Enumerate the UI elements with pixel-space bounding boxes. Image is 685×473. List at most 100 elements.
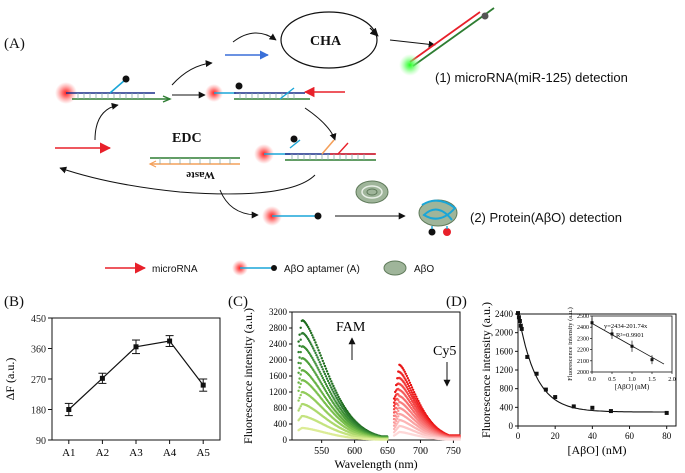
fam-point — [331, 388, 334, 391]
cy5-point — [409, 383, 413, 387]
legend-aptamer-label: AβO aptamer (A) — [284, 264, 360, 275]
fam-point — [310, 355, 313, 358]
y-tick-label: 2000 — [269, 355, 288, 365]
cha-output-arrow — [389, 39, 436, 48]
data-point — [167, 338, 173, 344]
cy5-point — [406, 392, 409, 396]
fam-point — [333, 387, 336, 390]
cy5-point — [394, 422, 397, 425]
x-tick-label: 20 — [551, 431, 561, 441]
waste-duplex — [148, 157, 240, 168]
fam-point — [326, 387, 330, 390]
x-tick-label: 60 — [625, 431, 635, 441]
fam-point — [298, 396, 301, 400]
y-tick-label: 270 — [31, 375, 46, 386]
legend-abo-label: AβO — [414, 264, 434, 275]
inset-equation: y=2434-201.74x — [604, 323, 648, 330]
fam-point — [329, 377, 332, 381]
probe-duplex-3 — [254, 135, 376, 164]
fam-point — [319, 354, 322, 357]
cy5-point — [412, 399, 416, 402]
cy5-point — [411, 393, 415, 396]
data-point — [99, 375, 105, 381]
fam-point — [326, 379, 330, 383]
data-point — [525, 354, 530, 359]
cy5-point — [408, 396, 412, 399]
fam-point — [311, 356, 314, 360]
y-tick-label: 1600 — [495, 346, 514, 356]
data-point — [518, 323, 523, 328]
fam-point — [317, 368, 320, 371]
fam-point — [309, 341, 312, 344]
cy5-point — [417, 399, 420, 403]
recycle-arrow — [59, 166, 316, 195]
cy5-point — [407, 379, 411, 382]
cy5-point — [406, 382, 409, 386]
fam-point — [331, 394, 334, 398]
y-axis-label: Fluorescence intensity (a.u.) — [241, 308, 255, 444]
y-tick-label: 1600 — [269, 371, 288, 381]
cy5-point — [409, 389, 413, 392]
cy5-point — [410, 399, 414, 403]
fam-point — [307, 327, 311, 330]
fam-point — [321, 368, 324, 371]
fam-point — [328, 375, 331, 378]
cy5-point — [414, 393, 417, 396]
fam-point — [335, 391, 338, 394]
detection-1-label: (1) microRNA(miR-125) detection — [435, 70, 628, 85]
cy5-point — [407, 389, 411, 393]
fam-point — [321, 384, 324, 388]
fam-point — [321, 376, 324, 380]
y-tick-label: 0 — [509, 421, 514, 431]
inset-x-tick-label: 1.0 — [628, 377, 636, 383]
inset-x-tick-label: 0.0 — [588, 377, 596, 383]
cy5-point — [411, 388, 415, 391]
data-point — [664, 410, 669, 415]
fam-point — [313, 360, 316, 363]
fam-point — [315, 373, 318, 377]
data-point — [543, 387, 548, 392]
cy5-point — [397, 415, 400, 418]
fam-point — [297, 350, 300, 354]
inset-y-tick-label: 2500 — [577, 314, 589, 320]
fam-point — [322, 378, 326, 382]
x-tick-label: 700 — [413, 446, 428, 457]
cy5-point — [406, 377, 409, 380]
inset-x-tick-label: 2.0 — [668, 377, 676, 383]
y-tick-label: 400 — [274, 419, 288, 429]
cy5-point — [402, 375, 405, 378]
inset-data-point — [630, 344, 634, 348]
fam-point — [325, 377, 329, 380]
cha-cycle — [280, 11, 378, 69]
fam-point — [339, 399, 342, 402]
y-tick-label: 2800 — [269, 323, 288, 333]
x-tick-label: 650 — [380, 446, 395, 457]
cy5-point — [395, 415, 398, 418]
cy5-point — [392, 404, 396, 408]
cy5-point — [405, 380, 408, 384]
cy5-point — [397, 420, 400, 423]
fam-point — [329, 384, 332, 387]
fam-point — [324, 375, 328, 378]
cy5-point — [404, 372, 407, 375]
data-point — [590, 405, 595, 410]
fam-point — [310, 331, 313, 335]
panel-d-label: (D) — [446, 294, 467, 310]
fam-point — [318, 361, 321, 364]
abo-protein-icon — [355, 180, 389, 204]
cy5-point — [396, 422, 399, 425]
fam-point — [299, 326, 302, 329]
x-tick-label: 80 — [662, 431, 672, 441]
x-tick-label: 40 — [588, 431, 598, 441]
data-point — [517, 319, 522, 323]
data-point — [133, 344, 139, 350]
fam-point — [340, 401, 343, 404]
fam-point — [313, 349, 316, 352]
legend-abo-swatch — [383, 260, 407, 276]
fam-point — [323, 372, 327, 376]
fit-curve — [517, 311, 667, 413]
fam-point — [331, 382, 334, 385]
